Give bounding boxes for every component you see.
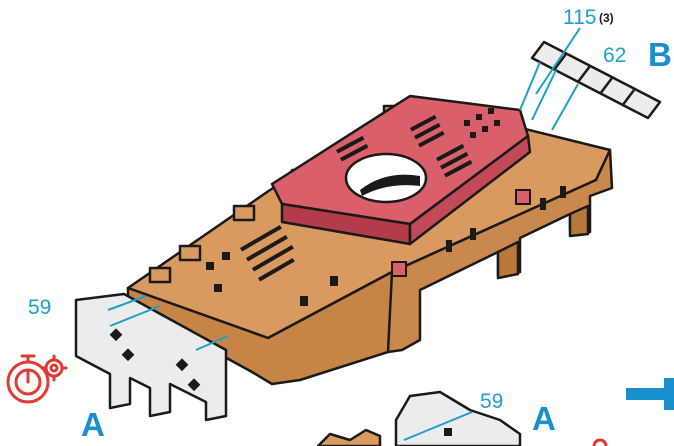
stopwatch-gear-icon (8, 356, 66, 402)
part-115-quantity: (3) (599, 11, 614, 25)
step-b-letter: B (648, 36, 672, 74)
arrow-right-icon (626, 378, 674, 410)
part-62-label: 62 (603, 44, 626, 68)
red-mark (594, 440, 606, 446)
part-59-left-label: 59 (28, 296, 51, 320)
part-59-bottom-label: 59 (480, 390, 503, 414)
step-a-bottom-letter: A (532, 400, 556, 438)
part-115-label: 115 (563, 6, 596, 30)
step-a-left-letter: A (81, 406, 105, 444)
